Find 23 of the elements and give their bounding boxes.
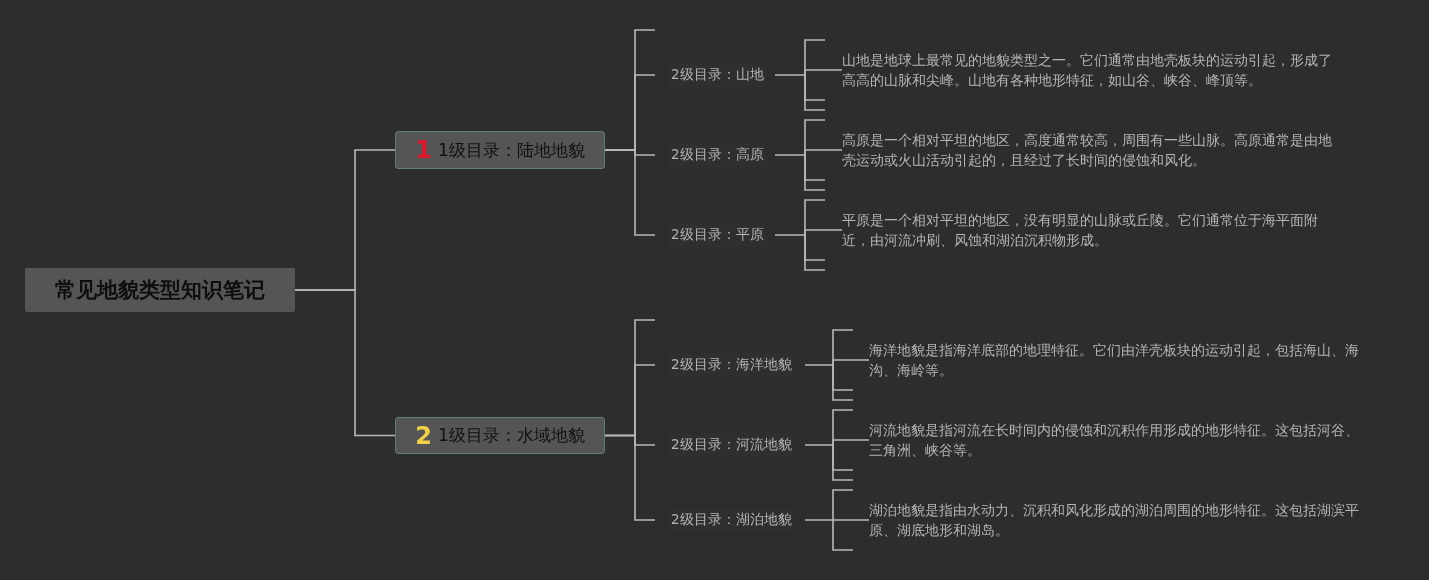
connector-line [804, 519, 870, 521]
connector-line [604, 149, 656, 236]
priority-number: 1 [415, 138, 432, 162]
description-text: 湖泊地貌是指由水动力、沉积和风化形成的湖泊周围的地形特征。这包括湖滨平原、湖底地形和湖岛。 [869, 501, 1360, 540]
connector-line [774, 149, 843, 156]
connector-line [294, 289, 396, 437]
topic-box [395, 131, 605, 169]
connector-line [804, 359, 870, 366]
connector-line [604, 434, 656, 521]
priority-number: 2 [415, 423, 432, 448]
topic-title: 1级目录：水域地貌 [437, 424, 585, 447]
topic-box [395, 417, 605, 454]
description-text: 平原是一个相对平坦的地区，没有明显的山脉或丘陵。它们通常位于海平面附近，由河流冲刷、风蚀和湖泊沉积物形成。 [842, 211, 1319, 250]
connector-line [774, 69, 843, 76]
description-text: 海洋地貌是指海洋底部的地理特征。它们由洋壳板块的运动引起，包括海山、海沟、海岭等。 [869, 341, 1360, 380]
topic-title: 常见地貌类型知识笔记 [55, 277, 265, 304]
description-text: 山地是地球上最常见的地貌类型之一。它们通常由地壳板块的运动引起，形成了高高的山脉和尖峰。山地有各种地形特征，如山谷、峡谷、峰顶等。 [842, 51, 1333, 90]
connector-line [804, 439, 870, 446]
topic-title: 1级目录：陆地地貌 [437, 138, 585, 162]
description-text: 高原是一个相对平坦的地区，高度通常较高，周围有一些山脉。高原通常是由地壳运动或火山活动引起的，且经过了长时间的侵蚀和风化。 [842, 131, 1333, 170]
connector-line [774, 229, 843, 236]
description-text: 河流地貌是指河流在长时间内的侵蚀和沉积作用形成的地形特征。这包括河谷、三角洲、峡谷等。 [869, 421, 1360, 460]
root-topic [25, 268, 295, 312]
